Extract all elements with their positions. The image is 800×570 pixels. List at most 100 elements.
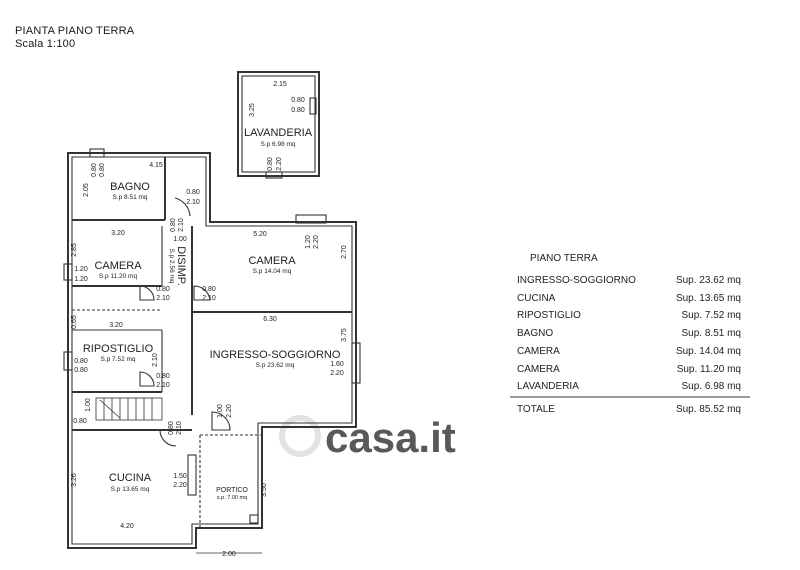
rip-win-a: 0.80	[74, 358, 88, 365]
cuc-door-a: 0.80	[168, 421, 175, 435]
sog-door-a: 1.00	[217, 404, 224, 418]
stair-b: 0.80	[73, 418, 87, 425]
room-name-lavanderia: LAVANDERIA	[244, 127, 313, 139]
table-row-name-1: INGRESSO-SOGGIORNO	[517, 275, 636, 286]
table-row-name-4: BAGNO	[517, 328, 553, 339]
sog-win-a: 1.60	[330, 361, 344, 368]
room-name-portico: PORTICO	[216, 487, 248, 494]
room-name-camera-right: CAMERA	[248, 255, 296, 267]
watermark-text: casa.it	[325, 414, 456, 461]
bagno-width: 4.15	[149, 162, 163, 169]
sog-width: 6.30	[263, 316, 277, 323]
area-table: PIANO TERRA INGRESSO-SOGGIORNO Sup. 23.6…	[510, 253, 750, 415]
camera-right-door	[193, 285, 211, 301]
room-name-ripostiglio: RIPOSTIGLIO	[83, 343, 154, 355]
cam-l-door-a: 0.80	[156, 286, 170, 293]
cucina-door	[159, 429, 177, 447]
rip-door-b: 2.10	[156, 382, 170, 389]
sog-height: 3.75	[341, 328, 348, 342]
bagno-door-b: 2.10	[186, 199, 200, 206]
room-area-cucina: S.p 13.65 mq	[111, 486, 150, 493]
table-title: PIANO TERRA	[530, 253, 598, 264]
bagno-height: 2.05	[83, 183, 90, 197]
table-row-value-1: Sup. 23.62 mq	[676, 275, 741, 286]
table-row-value-4: Sup. 8.51 mq	[682, 328, 741, 339]
lavanderia-door	[265, 171, 283, 179]
cuc-win-b: 2.20	[173, 482, 187, 489]
table-row-value-5: Sup. 14.04 mq	[676, 346, 741, 357]
plan-title: PIANTA PIANO TERRA	[15, 25, 135, 37]
table-row-name-6: CAMERA	[517, 364, 560, 375]
band-height: 0.65	[71, 315, 78, 329]
lav-width: 2.15	[273, 81, 287, 88]
bagno-win-a: 0.80	[91, 163, 98, 177]
plan-scale: Scala 1:100	[15, 38, 76, 50]
room-name-camera-left: CAMERA	[94, 260, 142, 272]
cam-l-height: 2.85	[71, 243, 78, 257]
watermark-logo: casa.it	[279, 414, 456, 461]
cuc-door-b: 2.10	[176, 421, 183, 435]
table-row-value-2: Sup. 13.65 mq	[676, 293, 741, 304]
soggiorno-door	[211, 411, 231, 431]
house-inner-walls	[71, 156, 353, 545]
cam-r-win-b: 2.20	[313, 235, 320, 249]
cuc-height: 3.26	[71, 473, 78, 487]
room-area-camera-left: S.p 11.20 mq	[99, 273, 138, 280]
house-outer-walls	[67, 152, 357, 549]
room-area-soggiorno: S.p 23.62 mq	[256, 362, 295, 369]
soggiorno-window	[351, 342, 361, 384]
room-name-bagno: BAGNO	[110, 181, 150, 193]
cam-l-win-a: 1.20	[74, 266, 88, 273]
rip-width: 3.20	[109, 322, 123, 329]
cam-l-width: 3.20	[111, 230, 125, 237]
table-row-name-7: LAVANDERIA	[517, 381, 579, 392]
table-row-name-3: RIPOSTIGLIO	[517, 310, 581, 321]
dis-door-b: 2.10	[178, 218, 185, 232]
stairs	[95, 397, 163, 421]
room-area-lavanderia: S.p 6.98 mq	[260, 141, 295, 148]
lav-win-a: 0.80	[291, 97, 305, 104]
dis-width: 1.00	[173, 236, 187, 243]
lavanderia-walls	[237, 71, 320, 177]
cam-l-door-b: 2.10	[156, 295, 170, 302]
cuc-win-a: 1.50	[173, 473, 187, 480]
table-row-value-7: Sup. 6.98 mq	[682, 381, 741, 392]
lav-door-b: 2.20	[276, 157, 283, 171]
dis-door-a: 0.80	[170, 218, 177, 232]
room-area-ripostiglio: S.p 7.52 mq	[100, 356, 135, 363]
ripostiglio-window	[63, 351, 73, 371]
cuc-width: 4.20	[120, 523, 134, 530]
bagno-window	[89, 148, 105, 158]
room-name-cucina: CUCINA	[109, 472, 152, 484]
table-row-name-2: CUCINA	[517, 293, 556, 304]
lav-win-b: 0.80	[291, 107, 305, 114]
cam-r-door-b: 2.10	[202, 295, 216, 302]
lav-door-a: 0.80	[267, 157, 274, 171]
room-area-disimp: S.p 2.56 mq	[168, 248, 175, 283]
table-row-name-5: CAMERA	[517, 346, 560, 357]
sog-door-b: 2.20	[226, 404, 233, 418]
lav-height: 3.25	[249, 103, 256, 117]
camera-left-window	[63, 263, 73, 281]
room-area-camera-right: S.p 14.04 mq	[253, 268, 292, 275]
camera-right-window	[295, 214, 327, 224]
room-area-portico: s.p. 7.00 mq	[217, 495, 247, 501]
portico-height: 3.50	[261, 483, 268, 497]
portico-width: 2.00	[222, 551, 236, 558]
table-row-value-6: Sup. 11.20 mq	[677, 364, 741, 375]
rip-win-b: 0.80	[74, 367, 88, 374]
cam-r-width: 5.20	[253, 231, 267, 238]
room-name-disimp: DISIMP.	[175, 246, 187, 286]
table-total-value: Sup. 85.52 mq	[676, 404, 741, 415]
lavanderia-window	[309, 97, 317, 115]
room-area-bagno: S.p 8.51 mq	[112, 194, 147, 201]
cam-r-door-a: 0.80	[202, 286, 216, 293]
disimp-door	[174, 197, 191, 217]
cucina-window	[187, 454, 197, 496]
cam-l-win-b: 1.20	[74, 276, 88, 283]
sog-win-b: 2.20	[330, 370, 344, 377]
table-row-value-3: Sup. 7.52 mq	[682, 310, 741, 321]
room-name-soggiorno: INGRESSO-SOGGIORNO	[210, 349, 341, 361]
ripostiglio-door	[139, 371, 155, 387]
